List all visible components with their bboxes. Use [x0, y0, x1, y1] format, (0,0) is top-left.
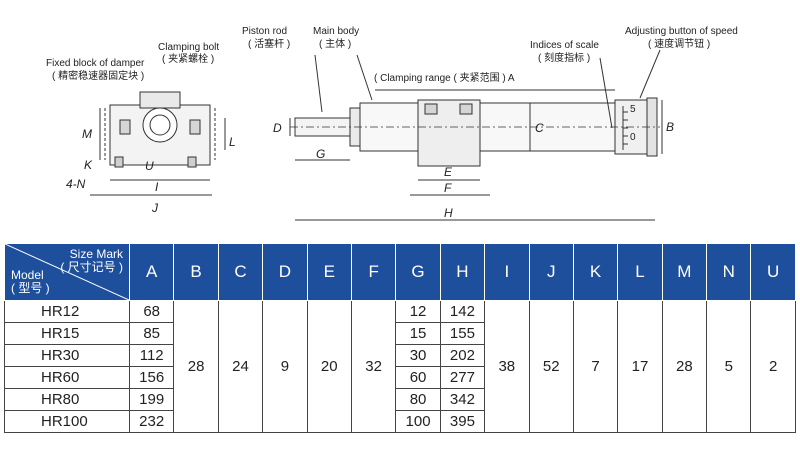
indices-label: Indices of scale	[530, 40, 599, 51]
adjusting-button-label-cn: ( 速度调节钮 )	[648, 37, 710, 50]
model-cell: HR15	[4, 322, 130, 345]
table-corner-header: Size Mark( 尺寸记号 ) Model( 型号 )	[4, 243, 130, 301]
scale-mark-0: 0	[630, 132, 636, 143]
clamping-bolt-label: Clamping bolt	[158, 42, 219, 53]
cell-B: 28	[173, 300, 219, 433]
cell-G: 12	[395, 300, 441, 323]
cell-G: 30	[395, 344, 441, 367]
corner-model: Model	[11, 268, 44, 282]
cell-M: 28	[661, 300, 708, 433]
column-header-K: K	[572, 243, 619, 301]
table-row: HR60 156 60 277	[4, 366, 796, 389]
dim-M: M	[82, 127, 92, 141]
cell-H: 202	[439, 344, 486, 367]
indices-label-cn: ( 刻度指标 )	[538, 51, 590, 64]
technical-drawing: Fixed block of damper ( 精密稳速器固定块 ) Clamp…	[46, 26, 738, 221]
dim-B: B	[666, 120, 674, 134]
cell-I: 38	[484, 300, 530, 433]
column-header-B: B	[173, 243, 219, 301]
spec-table: Size Mark( 尺寸记号 ) Model( 型号 ) A B C D E …	[4, 243, 796, 433]
cell-D: 9	[262, 300, 308, 433]
column-header-E: E	[306, 243, 352, 301]
cell-C: 24	[217, 300, 264, 433]
column-header-D: D	[262, 243, 308, 301]
cell-N: 5	[706, 300, 752, 433]
fixed-block-view	[90, 91, 226, 196]
column-header-I: I	[484, 243, 530, 301]
column-header-C: C	[217, 243, 264, 301]
model-cell: HR12	[4, 300, 130, 323]
cell-A: 85	[128, 322, 175, 345]
cell-H: 395	[439, 410, 486, 433]
fixed-block-label: Fixed block of damper	[46, 58, 145, 69]
table-row: HR100 232 100 395	[4, 410, 796, 433]
table-row: HR15 85 15 155	[4, 322, 796, 345]
cell-G: 80	[395, 388, 441, 411]
dim-N: 4-N	[66, 177, 86, 191]
column-header-F: F	[350, 243, 397, 301]
cell-G: 100	[395, 410, 441, 433]
cell-J: 52	[528, 300, 574, 433]
table-header-row: Size Mark( 尺寸记号 ) Model( 型号 ) A B C D E …	[4, 243, 796, 301]
corner-diagonal	[5, 244, 129, 300]
column-header-H: H	[439, 243, 486, 301]
model-cell: HR60	[4, 366, 130, 389]
cell-A: 112	[128, 344, 175, 367]
corner-size-mark-cn: ( 尺寸记号 )	[60, 260, 123, 274]
column-header-M: M	[661, 243, 708, 301]
main-body-label: Main body	[313, 26, 359, 37]
cell-A: 156	[128, 366, 175, 389]
dim-E: E	[444, 165, 453, 179]
dim-H: H	[444, 206, 453, 220]
cell-L: 17	[617, 300, 663, 433]
column-header-A: A	[128, 243, 175, 301]
adjusting-button-label: Adjusting button of speed	[625, 26, 738, 37]
model-cell: HR30	[4, 344, 130, 367]
cell-H: 142	[439, 300, 486, 323]
column-header-L: L	[617, 243, 663, 301]
clamping-range-label: ( Clamping range ( 夹紧范围 ) A	[374, 71, 515, 84]
dim-I: I	[155, 180, 159, 194]
model-cell: HR80	[4, 388, 130, 411]
clamping-bolt-label-cn: ( 夹紧螺栓 )	[162, 52, 214, 65]
model-cell: HR100	[4, 410, 130, 433]
dim-C: C	[535, 121, 544, 135]
column-header-N: N	[706, 243, 752, 301]
column-header-U: U	[750, 243, 796, 301]
dim-G: G	[316, 147, 325, 161]
dim-J: J	[151, 201, 159, 215]
cell-A: 199	[128, 388, 175, 411]
table-row: HR12 68 28 24 9 20 32 12 142 38 52 7 17 …	[4, 300, 796, 433]
dim-D: D	[273, 121, 282, 135]
cell-H: 342	[439, 388, 486, 411]
cell-H: 155	[439, 322, 486, 345]
cell-E: 20	[306, 300, 352, 433]
dim-L: L	[229, 135, 236, 149]
main-body-label-cn: ( 主体 )	[319, 38, 351, 50]
dim-K: K	[84, 158, 93, 172]
dim-U: U	[145, 159, 154, 173]
cell-A: 68	[128, 300, 175, 323]
piston-rod-label-cn: ( 活塞杆 )	[248, 37, 290, 50]
corner-size-mark: Size Mark	[69, 247, 123, 261]
scale-mark-5: 5	[630, 104, 636, 115]
column-header-G: G	[395, 243, 441, 301]
cell-K: 7	[572, 300, 619, 433]
cell-A: 232	[128, 410, 175, 433]
cell-G: 15	[395, 322, 441, 345]
cell-H: 277	[439, 366, 486, 389]
fixed-block-label-cn: ( 精密稳速器固定块 )	[52, 69, 144, 82]
cell-U: 2	[750, 300, 796, 433]
damper-side-view	[289, 49, 663, 221]
dim-F: F	[444, 181, 452, 195]
corner-model-cn: ( 型号 )	[11, 281, 50, 295]
column-header-J: J	[528, 243, 574, 301]
cell-F: 32	[350, 300, 397, 433]
table-row: HR30 112 30 202	[4, 344, 796, 367]
piston-rod-label: Piston rod	[242, 26, 287, 37]
cell-G: 60	[395, 366, 441, 389]
